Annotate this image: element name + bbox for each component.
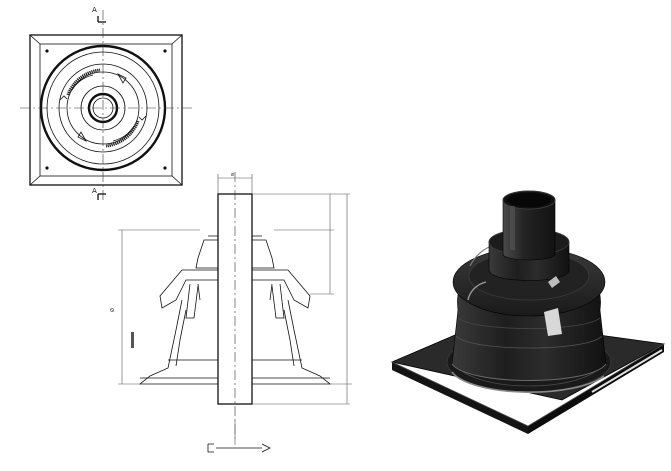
bolt-hole xyxy=(163,49,167,53)
section-bell-left xyxy=(138,299,218,385)
section-flange-left xyxy=(159,269,218,309)
plan-outer-frame xyxy=(29,34,183,186)
render-pipe xyxy=(502,199,556,261)
flow-arrow-icon xyxy=(261,443,271,453)
section-bell-right xyxy=(252,299,332,385)
section-marker-bottom: A xyxy=(92,187,97,195)
dim-symbol xyxy=(131,332,134,348)
render-highlight xyxy=(544,308,562,336)
section-marker-top: A xyxy=(92,6,97,14)
dim-label-pipe: ø xyxy=(231,172,234,178)
section-flange-right xyxy=(252,269,311,309)
bolt-hole xyxy=(163,166,167,170)
plan-view: A A xyxy=(20,6,192,200)
bolt-hole xyxy=(45,166,49,170)
section-view: ø Ø xyxy=(109,172,352,453)
bolt-hole xyxy=(45,49,49,53)
render-3d xyxy=(390,190,666,434)
dim-label-body: Ø xyxy=(109,308,116,312)
